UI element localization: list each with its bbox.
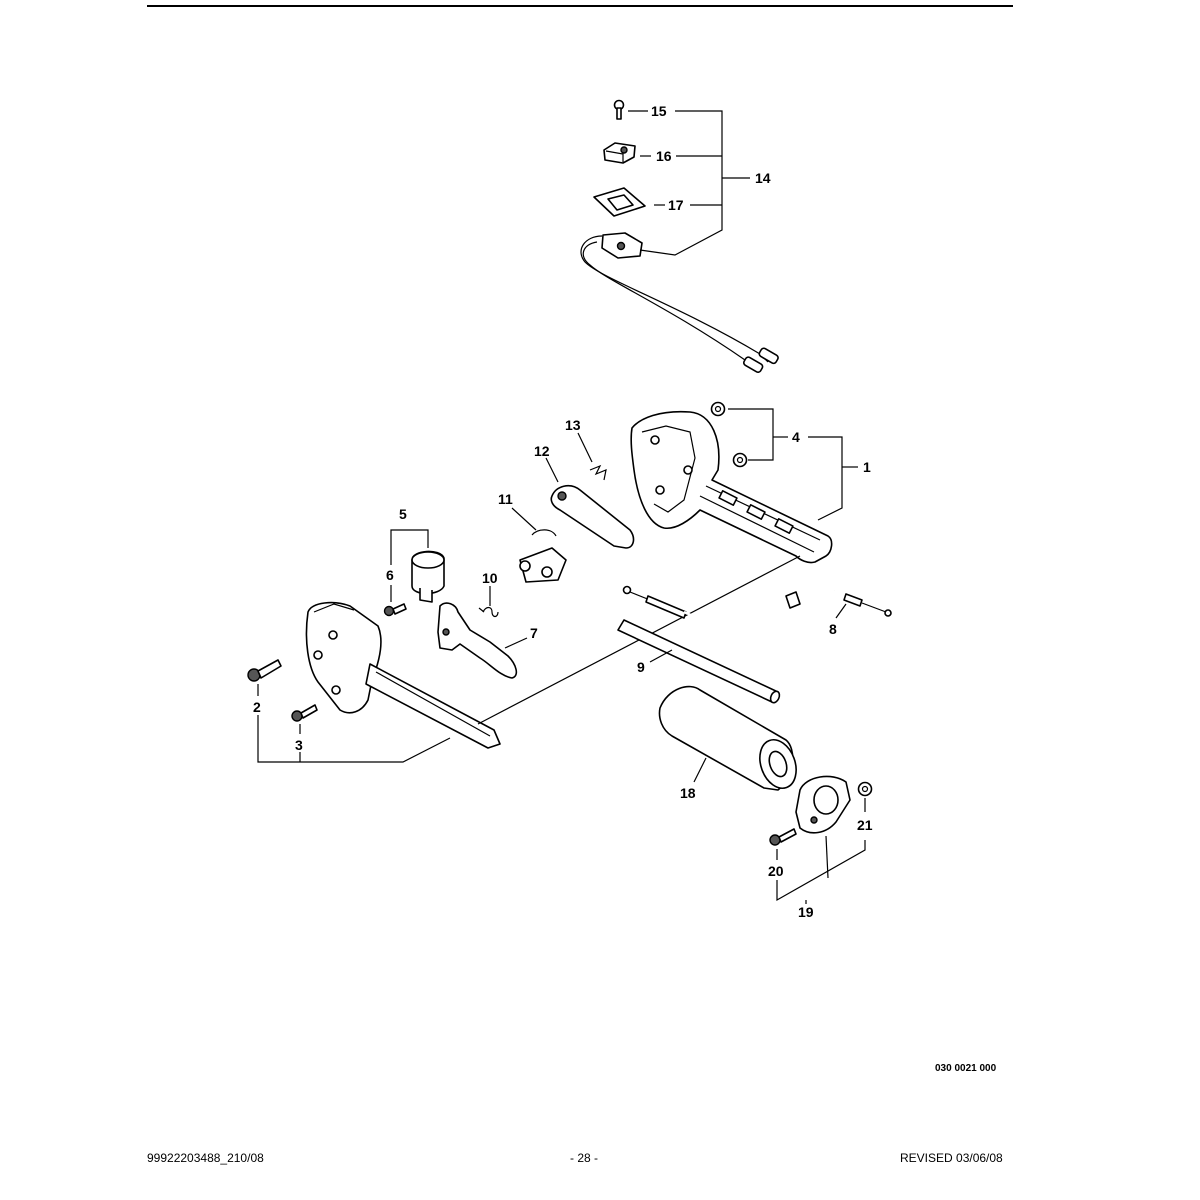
handle-body-1-drawing: [630, 410, 833, 564]
bolt-2-drawing: [247, 659, 282, 682]
leader-lines-14: [628, 110, 750, 256]
callout-15: 15: [651, 103, 667, 119]
callout-6: 6: [386, 567, 394, 583]
callout-5: 5: [399, 506, 407, 522]
callout-8: 8: [829, 621, 837, 637]
callout-20: 20: [768, 863, 784, 879]
figure-reference-code: 030 0021 000: [935, 1063, 997, 1074]
grip-sleeve-18-drawing: [658, 685, 797, 791]
rod-9-drawing: [617, 619, 781, 704]
screw-6-drawing: [383, 603, 407, 617]
callout-21: 21: [857, 817, 873, 833]
spring-10-drawing: [478, 606, 499, 618]
clamp-19-drawing: [795, 775, 851, 834]
footer-document-number: 99922203488_210/08: [147, 1151, 264, 1165]
leader-line-9: [649, 649, 673, 663]
callout-14: 14: [755, 170, 771, 186]
callout-3: 3: [295, 737, 303, 753]
bolt-3-drawing: [291, 704, 318, 722]
collar-5-drawing: [411, 550, 445, 603]
callout-16: 16: [656, 148, 672, 164]
callout-19: 19: [798, 904, 814, 920]
callout-11: 11: [498, 491, 513, 507]
switch-wire-harness-drawing: [580, 232, 779, 374]
trigger-7-drawing: [437, 602, 518, 679]
callout-17: 17: [668, 197, 684, 213]
callout-2: 2: [253, 699, 261, 715]
callout-12: 12: [534, 443, 550, 459]
top-rule: [147, 5, 1013, 7]
footer-revision-date: REVISED 03/06/08: [900, 1151, 1003, 1165]
screw-15-drawing: [613, 99, 625, 120]
callout-7: 7: [530, 625, 538, 641]
leader-lines-7-10: [489, 586, 528, 649]
callout-1: 1: [863, 459, 871, 475]
throttle-cable-8-drawing: [622, 585, 892, 633]
spring-13-drawing: [589, 464, 607, 481]
callout-9: 9: [637, 659, 645, 675]
leader-line-18: [693, 757, 707, 783]
leader-lines-1-4: [728, 408, 858, 521]
leader-line-8: [835, 603, 847, 619]
leader-lines-2-3: [257, 684, 451, 763]
leader-lines-5-6: [390, 529, 429, 602]
callout-4: 4: [792, 429, 800, 445]
leader-lines-11-13: [511, 432, 593, 531]
bolt-20-drawing: [769, 828, 797, 846]
footer-page-number: - 28 -: [570, 1151, 599, 1165]
callout-10: 10: [482, 570, 498, 586]
callout-13: 13: [565, 417, 581, 433]
nuts-4-drawing: [710, 401, 748, 468]
nut-21-drawing: [857, 781, 873, 797]
link-11-drawing: [519, 529, 567, 583]
callout-18: 18: [680, 785, 696, 801]
leader-lines-19-21: [776, 798, 866, 904]
lever-12-drawing: [550, 484, 635, 549]
clamp-16-drawing: [603, 142, 636, 164]
throttle-housing-drawing: [305, 601, 501, 749]
pad-17-drawing: [593, 187, 646, 217]
